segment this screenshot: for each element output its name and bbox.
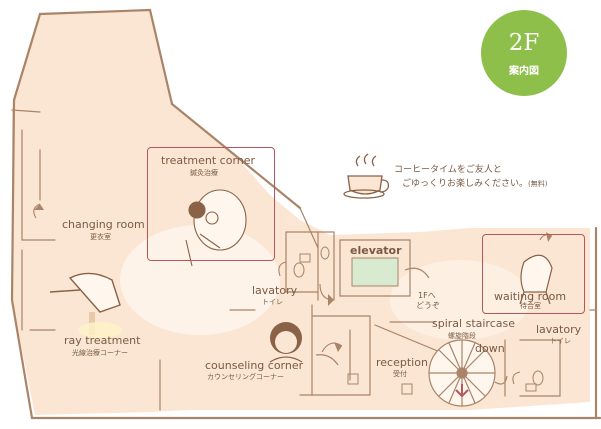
- changing-room-jp-label: 更衣室: [90, 233, 111, 241]
- spiral-staircase-jp-label: 螺旋階段: [448, 332, 476, 340]
- treatment-bed-icon: [185, 189, 247, 267]
- lavatory-center-jp-label: トイレ: [262, 298, 283, 306]
- reception-label: reception: [376, 356, 428, 369]
- reception-jp-label: 受付: [393, 370, 407, 378]
- lavatory-right-jp-label: トイレ: [550, 337, 571, 345]
- waiting-room-label: waiting room: [494, 290, 567, 303]
- treatment-corner-label: treatment corner: [161, 154, 256, 167]
- fixtures: [293, 246, 544, 395]
- treatment-corner-jp-label: 鍼灸治療: [190, 169, 218, 177]
- outer-walls: [10, 8, 601, 420]
- ray-treatment-jp-label: 光線治療コーナー: [72, 349, 128, 357]
- waiting-room-area[interactable]: [482, 234, 585, 314]
- to-first-floor-line1: 1Fへ: [418, 291, 436, 300]
- coffee-message-line1: コーヒータイムをご友人と: [394, 165, 502, 175]
- coffee-cup-icon: [343, 153, 390, 199]
- counseling-corner-label: counseling corner: [205, 359, 304, 372]
- floor-number: 2F: [508, 30, 540, 56]
- floor-badge: 2F 案内図: [481, 10, 567, 96]
- elevator-car: [351, 257, 399, 287]
- staircase-down-label: down: [475, 342, 505, 355]
- lavatory-right-label: lavatory: [536, 323, 582, 336]
- ray-treatment-label: ray treatment: [64, 334, 141, 347]
- coffee-message-line2-text: ごゆっくりお楽しみください。: [402, 179, 529, 189]
- spiral-staircase-label: spiral staircase: [432, 317, 515, 330]
- door-arrowheads: [34, 204, 552, 352]
- spiral-staircase-icon: [428, 339, 496, 407]
- coffee-message-line2: ごゆっくりお楽しみください。(無料): [402, 180, 547, 189]
- counseling-corner-jp-label: カウンセリングコーナー: [207, 373, 284, 381]
- lavatory-center-label: lavatory: [252, 284, 298, 297]
- to-first-floor-line2: どうぞ: [416, 301, 440, 310]
- floor-guide-label: 案内図: [509, 66, 539, 77]
- treatment-corner-area[interactable]: [147, 147, 275, 261]
- guide-arrows: [315, 267, 508, 385]
- waiting-room-jp-label: 待合室: [520, 302, 541, 310]
- down-arrow-icon: [455, 384, 469, 398]
- inner-walls: [11, 109, 597, 411]
- counselor-person-icon: [269, 322, 303, 363]
- coffee-message-note: (無料): [528, 180, 548, 188]
- waiting-chair-icon: [519, 254, 553, 305]
- elevator-label: elevator: [350, 244, 402, 257]
- ray-lamp-icon: [49, 272, 122, 338]
- changing-room-label: changing room: [62, 218, 145, 231]
